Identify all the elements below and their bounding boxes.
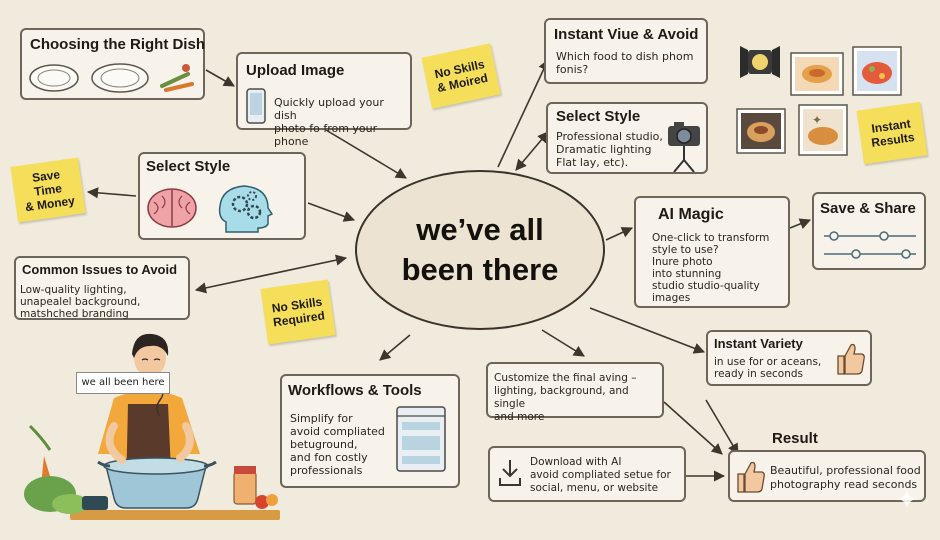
node-ai-magic: AI Magic One-click to transform style to… [634, 196, 790, 308]
node-upload-image: Upload Image Quickly upload your dish ph… [236, 52, 412, 148]
thumbs-up-icon-result [737, 461, 765, 493]
central-topic-text: we’ve all been there [401, 212, 559, 287]
node-workflows: Workflows & Tools Simplify for avoid com… [280, 374, 460, 488]
food-photo-icon-3 [736, 108, 786, 154]
chef-illustration [24, 333, 280, 520]
app-window-icon [396, 406, 446, 472]
node-customize-body: Customize the final aving – lighting, ba… [494, 372, 637, 423]
arrow-center-to-customize [541, 329, 585, 357]
node-ai-magic-body: One-click to transform style to use? Inu… [652, 232, 770, 304]
sliders-icon [824, 231, 916, 259]
phone-icon [246, 88, 266, 124]
thumbs-up-icon [837, 343, 865, 375]
spotlight-icon [740, 46, 780, 78]
node-choosing-dish: Choosing the Right Dish [20, 28, 205, 100]
node-instant-variety-body: in use for or aceans, ready in seconds [714, 356, 822, 380]
node-save-share-title: Save & Share [820, 200, 916, 217]
arrow-style-to-savetime [86, 187, 137, 199]
plates-icon [29, 63, 194, 93]
node-ai-magic-title: AI Magic [658, 206, 724, 223]
node-upload-image-body: Quickly upload your dish photo fo from y… [274, 96, 384, 148]
node-instant-view: Instant Viue & Avoid Which food to dish … [544, 18, 708, 84]
head-gears-icon [218, 185, 274, 233]
node-select-style-right-title: Select Style [556, 108, 641, 125]
node-customize: Customize the final aving – lighting, ba… [486, 362, 664, 423]
node-instant-view-body: Which food to dish phom fonis? [556, 50, 694, 76]
node-common-issues-body: Low-quality lighting, unapealel backgrou… [20, 284, 141, 320]
tooltip-callout: we all been here [76, 372, 170, 394]
arrow-center-issues [194, 254, 348, 294]
food-photo-icon-4: ✦ [798, 104, 848, 156]
node-choosing-dish-title: Choosing the Right Dish [30, 36, 205, 53]
node-instant-variety-title: Instant Variety [714, 336, 803, 351]
node-result-body: Beautiful, professional food photography… [770, 464, 921, 491]
node-workflows-title: Workflows & Tools [288, 382, 422, 399]
node-instant-view-title: Instant Viue & Avoid [554, 26, 699, 43]
arrow-center-to-aimagic [605, 227, 634, 241]
node-select-style-right: Select Style Professional studio, Dramat… [546, 102, 708, 174]
food-photo-icon [790, 52, 844, 96]
central-topic: we’ve all been there [355, 170, 605, 330]
sparkle-icon [897, 489, 917, 509]
arrow-dish-to-upload [205, 69, 235, 87]
node-upload-image-title: Upload Image [246, 62, 345, 79]
svg-text:✦: ✦ [812, 113, 822, 127]
node-instant-variety: Instant Variety in use for or aceans, re… [706, 330, 872, 386]
arrow-center-to-instantview [497, 58, 549, 168]
arrow-aimagic-to-saveshare [789, 218, 812, 229]
node-select-style-right-body: Professional studio, Dramatic lighting F… [556, 130, 663, 169]
arrow-result-down [705, 399, 739, 455]
sticky-instant-results: Instant Results [856, 101, 928, 165]
download-icon [499, 460, 521, 486]
sticky-save-time: Save Time & Money [10, 157, 86, 223]
node-select-style-left-title: Select Style [146, 158, 231, 175]
node-save-share: Save & Share [812, 192, 926, 270]
arrow-customize-to-result [663, 401, 723, 455]
camera-icon [668, 122, 700, 172]
arrow-style-to-center [307, 202, 356, 222]
node-common-issues: Common Issues to Avoid Low-quality light… [14, 256, 190, 320]
node-common-issues-title: Common Issues to Avoid [22, 262, 178, 277]
node-download-body: Download with AI avoid compliated setue … [530, 456, 671, 494]
arrow-center-to-variety [589, 307, 706, 354]
node-result: Beautiful, professional food photography… [728, 450, 926, 502]
node-result-title: Result [772, 430, 818, 447]
food-photo-icon-2 [852, 46, 902, 96]
arrow-center-to-workflows [379, 334, 411, 361]
node-select-style-left: Select Style [138, 152, 306, 240]
brain-icon [147, 188, 197, 228]
node-download: Download with AI avoid compliated setue … [488, 446, 686, 502]
node-workflows-body: Simplify for avoid compliated betuground… [290, 412, 385, 477]
arrow-upload-to-center [325, 129, 407, 179]
arrow-center-selectstyle [515, 131, 549, 171]
